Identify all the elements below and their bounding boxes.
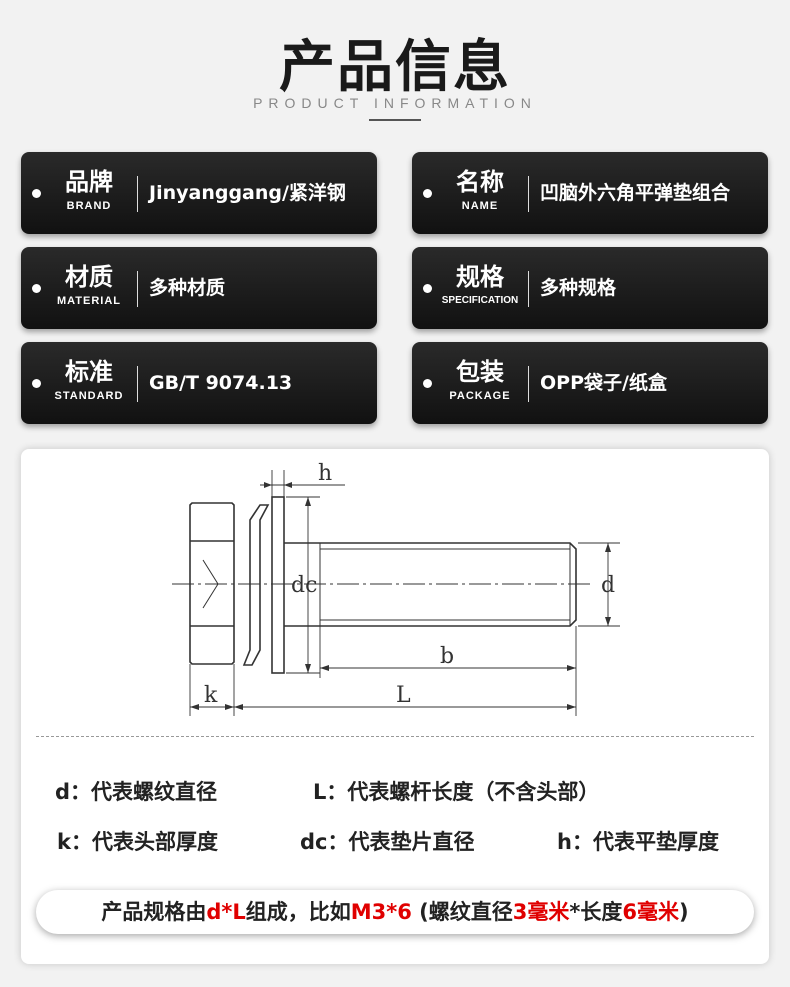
page-subtitle: PRODUCT INFORMATION: [253, 95, 537, 111]
screw-head-outline: [189, 502, 235, 665]
spec-label: 标准 STANDARD: [45, 354, 133, 412]
dim-arrow: [234, 704, 243, 710]
dim-arrow: [320, 665, 329, 671]
spec-card-name: 名称 NAME 凹脑外六角平弹垫组合: [412, 152, 768, 234]
spec-label-zh: 规格: [456, 263, 504, 291]
spec-divider: [528, 271, 529, 307]
dim-arrow: [305, 497, 311, 506]
spec-value: OPP袋子/纸盒: [540, 372, 667, 394]
dim-arrow: [605, 543, 611, 552]
note-close: ): [679, 900, 689, 924]
spec-divider: [528, 176, 529, 212]
legend-k: k：代表头部厚度: [57, 830, 218, 854]
flat-washer: [271, 496, 285, 674]
bullet-icon: [32, 379, 41, 388]
legend-d: d：代表螺纹直径: [55, 780, 218, 804]
spec-label: 品牌 BRAND: [45, 164, 133, 222]
dim-arrow: [190, 704, 199, 710]
spec-label: 包装 PACKAGE: [436, 354, 524, 412]
spec-label-en: PACKAGE: [449, 390, 511, 402]
diagram-panel: [21, 449, 769, 964]
note-mid: 组成，比如: [245, 900, 351, 924]
spec-divider: [137, 176, 138, 212]
dim-arrow: [605, 617, 611, 626]
spec-label-zh: 包装: [456, 358, 504, 386]
note-example: M3*6: [350, 900, 412, 924]
dim-label-k: k: [204, 683, 218, 708]
dim-label-L: L: [396, 683, 411, 708]
spec-label-zh: 品牌: [65, 168, 113, 196]
spec-value: 多种材质: [149, 277, 226, 299]
spec-divider: [528, 366, 529, 402]
spec-value: 凹脑外六角平弹垫组合: [540, 182, 731, 204]
spec-card-standard: 标准 STANDARD GB/T 9074.13: [21, 342, 377, 424]
bullet-icon: [423, 379, 432, 388]
dim-label-h: h: [318, 461, 332, 486]
spec-label: 材质 MATERIAL: [45, 259, 133, 317]
note-d-value: 3毫米: [512, 900, 570, 924]
spec-card-specification: 规格 SPECIFICATION 多种规格: [412, 247, 768, 329]
note-dl: d*L: [206, 900, 246, 924]
spec-card-material: 材质 MATERIAL 多种材质: [21, 247, 377, 329]
dim-label-d: d: [601, 573, 615, 598]
spec-label-en: SPECIFICATION: [441, 295, 519, 306]
dim-arrow: [284, 482, 292, 488]
note-open: (螺纹直径: [411, 900, 513, 924]
spec-label-en: BRAND: [66, 200, 112, 212]
legend-h: h：代表平垫厚度: [557, 830, 719, 854]
spec-label-zh: 标准: [65, 358, 113, 386]
dim-arrow: [567, 704, 576, 710]
dim-label-dc: dc: [291, 573, 317, 598]
dim-label-b: b: [440, 644, 454, 669]
dim-arrow: [225, 704, 234, 710]
spec-card-package: 包装 PACKAGE OPP袋子/纸盒: [412, 342, 768, 424]
spec-divider: [137, 366, 138, 402]
page-title: 产品信息: [279, 35, 511, 100]
note-prefix: 产品规格由: [101, 900, 207, 924]
bullet-icon: [32, 189, 41, 198]
spec-value: GB/T 9074.13: [149, 372, 293, 394]
spec-value: 多种规格: [540, 277, 617, 299]
spec-label-en: NAME: [461, 200, 499, 212]
bullet-icon: [423, 284, 432, 293]
dim-arrow: [305, 664, 311, 673]
note-star: *长度: [569, 900, 623, 924]
spec-value: Jinyanggang/紧洋钢: [149, 182, 346, 204]
spec-divider: [137, 271, 138, 307]
spring-washer: [242, 504, 270, 666]
legend-L: L：代表螺杆长度（不含头部）: [313, 780, 600, 804]
note-l-value: 6毫米: [622, 900, 680, 924]
spec-label-en: STANDARD: [54, 390, 124, 402]
spec-label-zh: 材质: [65, 263, 113, 291]
spec-label: 规格 SPECIFICATION: [436, 259, 524, 317]
dim-arrow: [264, 482, 272, 488]
spec-format-note: 产品规格由d*L组成，比如M3*6 (螺纹直径3毫米*长度6毫米): [36, 890, 754, 934]
spec-card-brand: 品牌 BRAND Jinyanggang/紧洋钢: [21, 152, 377, 234]
dashed-divider: [36, 736, 754, 737]
spec-label-zh: 名称: [456, 168, 504, 196]
spec-label-en: MATERIAL: [56, 295, 121, 307]
dim-arrow: [567, 665, 576, 671]
title-underline: [369, 119, 421, 121]
spec-label: 名称 NAME: [436, 164, 524, 222]
bullet-icon: [32, 284, 41, 293]
legend-dc: dc：代表垫片直径: [300, 830, 475, 854]
bullet-icon: [423, 189, 432, 198]
